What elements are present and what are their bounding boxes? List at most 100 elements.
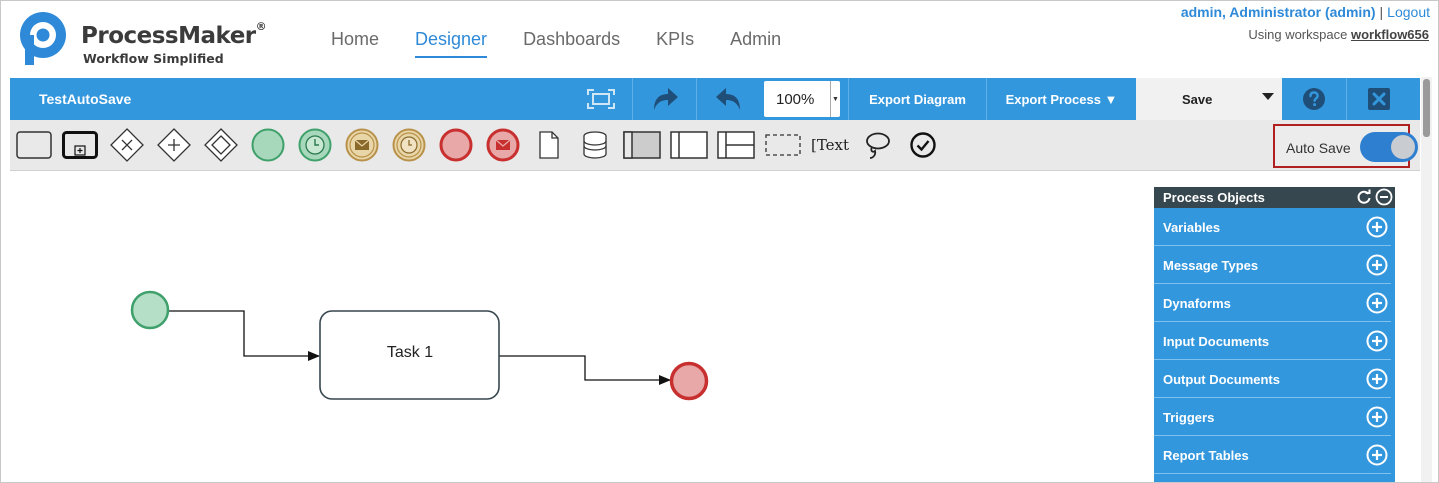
pool-icon bbox=[623, 131, 661, 159]
parallel-gateway-tool[interactable] bbox=[156, 128, 192, 162]
process-object-output-documents[interactable]: Output Documents bbox=[1154, 360, 1391, 398]
fullscreen-icon bbox=[587, 89, 615, 109]
add-circle-icon[interactable] bbox=[1366, 254, 1388, 276]
designer-toolbar: TestAutoSave 100% ▼ Export Diagram Expor… bbox=[10, 78, 1420, 120]
text-annotation-icon: [Text bbox=[810, 136, 850, 154]
process-object-triggers[interactable]: Triggers bbox=[1154, 398, 1391, 436]
process-object-variables[interactable]: Variables bbox=[1154, 208, 1391, 246]
process-objects-panel: Process Objects Variables Message Types … bbox=[1154, 187, 1395, 482]
validator-tool[interactable] bbox=[908, 128, 938, 162]
brand-name: ProcessMaker® bbox=[81, 20, 267, 49]
sequence-flow-task-to-end[interactable] bbox=[499, 355, 671, 385]
add-circle-icon[interactable] bbox=[1366, 292, 1388, 314]
data-store-tool[interactable] bbox=[578, 128, 612, 162]
message-event-icon bbox=[345, 128, 379, 162]
add-circle-icon[interactable] bbox=[1366, 216, 1388, 238]
close-button[interactable] bbox=[1346, 78, 1410, 120]
logout-link[interactable]: Logout bbox=[1387, 4, 1430, 20]
collapse-icon[interactable] bbox=[1375, 188, 1393, 206]
add-circle-icon[interactable] bbox=[1366, 444, 1388, 466]
group-tool[interactable] bbox=[764, 128, 802, 162]
nav-kpis[interactable]: KPIs bbox=[656, 29, 695, 49]
exclusive-gateway-tool[interactable] bbox=[109, 128, 145, 162]
scrollbar-thumb[interactable] bbox=[1423, 79, 1430, 137]
timer-start-event-tool[interactable] bbox=[297, 128, 333, 162]
start-event-tool[interactable] bbox=[250, 128, 286, 162]
nav-designer[interactable]: Designer bbox=[415, 29, 488, 58]
nav-home[interactable]: Home bbox=[331, 29, 380, 49]
add-circle-icon[interactable] bbox=[1366, 330, 1388, 352]
zoom-select[interactable]: 100% ▼ bbox=[764, 81, 840, 117]
auto-save-label: Auto Save bbox=[1286, 140, 1351, 156]
process-object-report-tables[interactable]: Report Tables bbox=[1154, 436, 1391, 474]
process-objects-header: Process Objects bbox=[1154, 187, 1395, 208]
process-object-label: Dynaforms bbox=[1163, 296, 1231, 311]
process-object-input-documents[interactable]: Input Documents bbox=[1154, 322, 1391, 360]
process-object-message-types[interactable]: Message Types bbox=[1154, 246, 1391, 284]
add-circle-icon[interactable] bbox=[1366, 368, 1388, 390]
task-1[interactable] bbox=[319, 310, 500, 400]
export-process-button[interactable]: Export Process ▼ bbox=[986, 78, 1136, 120]
lane-tool[interactable] bbox=[670, 128, 708, 162]
lasso-tool[interactable] bbox=[863, 128, 893, 162]
process-object-label: Variables bbox=[1163, 220, 1221, 235]
timer-intermediate-icon bbox=[392, 128, 426, 162]
diagram-svg bbox=[130, 290, 709, 401]
processmaker-logo[interactable]: ProcessMaker® Workflow Simplified bbox=[17, 11, 267, 69]
redo-button[interactable] bbox=[632, 78, 696, 120]
workspace-link[interactable]: workflow656 bbox=[1350, 27, 1429, 42]
message-end-event-icon bbox=[486, 128, 520, 162]
redo-icon bbox=[653, 88, 678, 110]
data-object-tool[interactable] bbox=[534, 128, 564, 162]
workspace-info: Using workspace workflow656 bbox=[1248, 27, 1429, 42]
export-diagram-button[interactable]: Export Diagram bbox=[848, 78, 986, 120]
zoom-value: 100% bbox=[776, 90, 815, 108]
panel-controls bbox=[1356, 188, 1393, 206]
vertical-scrollbar[interactable] bbox=[1421, 77, 1432, 482]
swimlane-tool[interactable] bbox=[717, 128, 755, 162]
save-label: Save bbox=[1182, 92, 1213, 107]
end-event-tool[interactable] bbox=[438, 128, 474, 162]
pool-tool[interactable] bbox=[623, 128, 661, 162]
shape-toolbar: [Text Auto Save bbox=[10, 120, 1420, 171]
start-event[interactable] bbox=[130, 290, 170, 330]
fit-to-screen-button[interactable] bbox=[570, 78, 632, 120]
inclusive-gateway-tool[interactable] bbox=[203, 128, 239, 162]
process-object-label: Triggers bbox=[1163, 410, 1215, 425]
separator: | bbox=[1379, 4, 1384, 20]
process-object-label: Report Tables bbox=[1163, 448, 1249, 463]
workspace-prefix: Using workspace bbox=[1248, 27, 1348, 42]
process-object-dynaforms[interactable]: Dynaforms bbox=[1154, 284, 1391, 322]
processmaker-logo-icon bbox=[20, 12, 66, 65]
user-name-link[interactable]: admin, Administrator (admin) bbox=[1180, 4, 1376, 20]
end-event-icon bbox=[439, 128, 473, 162]
caret-down-icon[interactable] bbox=[1262, 93, 1274, 100]
text-annotation-tool[interactable]: [Text bbox=[810, 128, 850, 162]
message-intermediate-event-tool[interactable] bbox=[344, 128, 380, 162]
subprocess-shape-tool[interactable] bbox=[62, 128, 98, 162]
user-info: admin, Administrator (admin)|Logout bbox=[1181, 4, 1430, 20]
end-event[interactable] bbox=[669, 361, 709, 401]
refresh-icon[interactable] bbox=[1356, 189, 1372, 205]
process-object-label: Output Documents bbox=[1163, 372, 1280, 387]
nav-dashboards[interactable]: Dashboards bbox=[523, 29, 621, 49]
add-circle-icon[interactable] bbox=[1366, 406, 1388, 428]
inclusive-gateway-icon bbox=[204, 128, 238, 162]
swimlane-icon bbox=[717, 131, 755, 159]
help-icon bbox=[1303, 88, 1325, 110]
undo-button[interactable] bbox=[696, 78, 760, 120]
process-title: TestAutoSave bbox=[39, 91, 132, 107]
task-shape-tool[interactable] bbox=[16, 128, 52, 162]
brand-tagline: Workflow Simplified bbox=[83, 51, 224, 66]
timer-intermediate-event-tool[interactable] bbox=[391, 128, 427, 162]
message-end-event-tool[interactable] bbox=[485, 128, 521, 162]
lane-icon bbox=[670, 131, 708, 159]
auto-save-toggle[interactable] bbox=[1360, 132, 1418, 162]
sequence-flow-start-to-task[interactable] bbox=[169, 310, 320, 361]
help-button[interactable] bbox=[1282, 78, 1346, 120]
nav-admin[interactable]: Admin bbox=[730, 29, 782, 49]
group-icon bbox=[765, 134, 801, 156]
save-button[interactable]: Save bbox=[1136, 78, 1282, 120]
undo-icon bbox=[715, 88, 740, 110]
